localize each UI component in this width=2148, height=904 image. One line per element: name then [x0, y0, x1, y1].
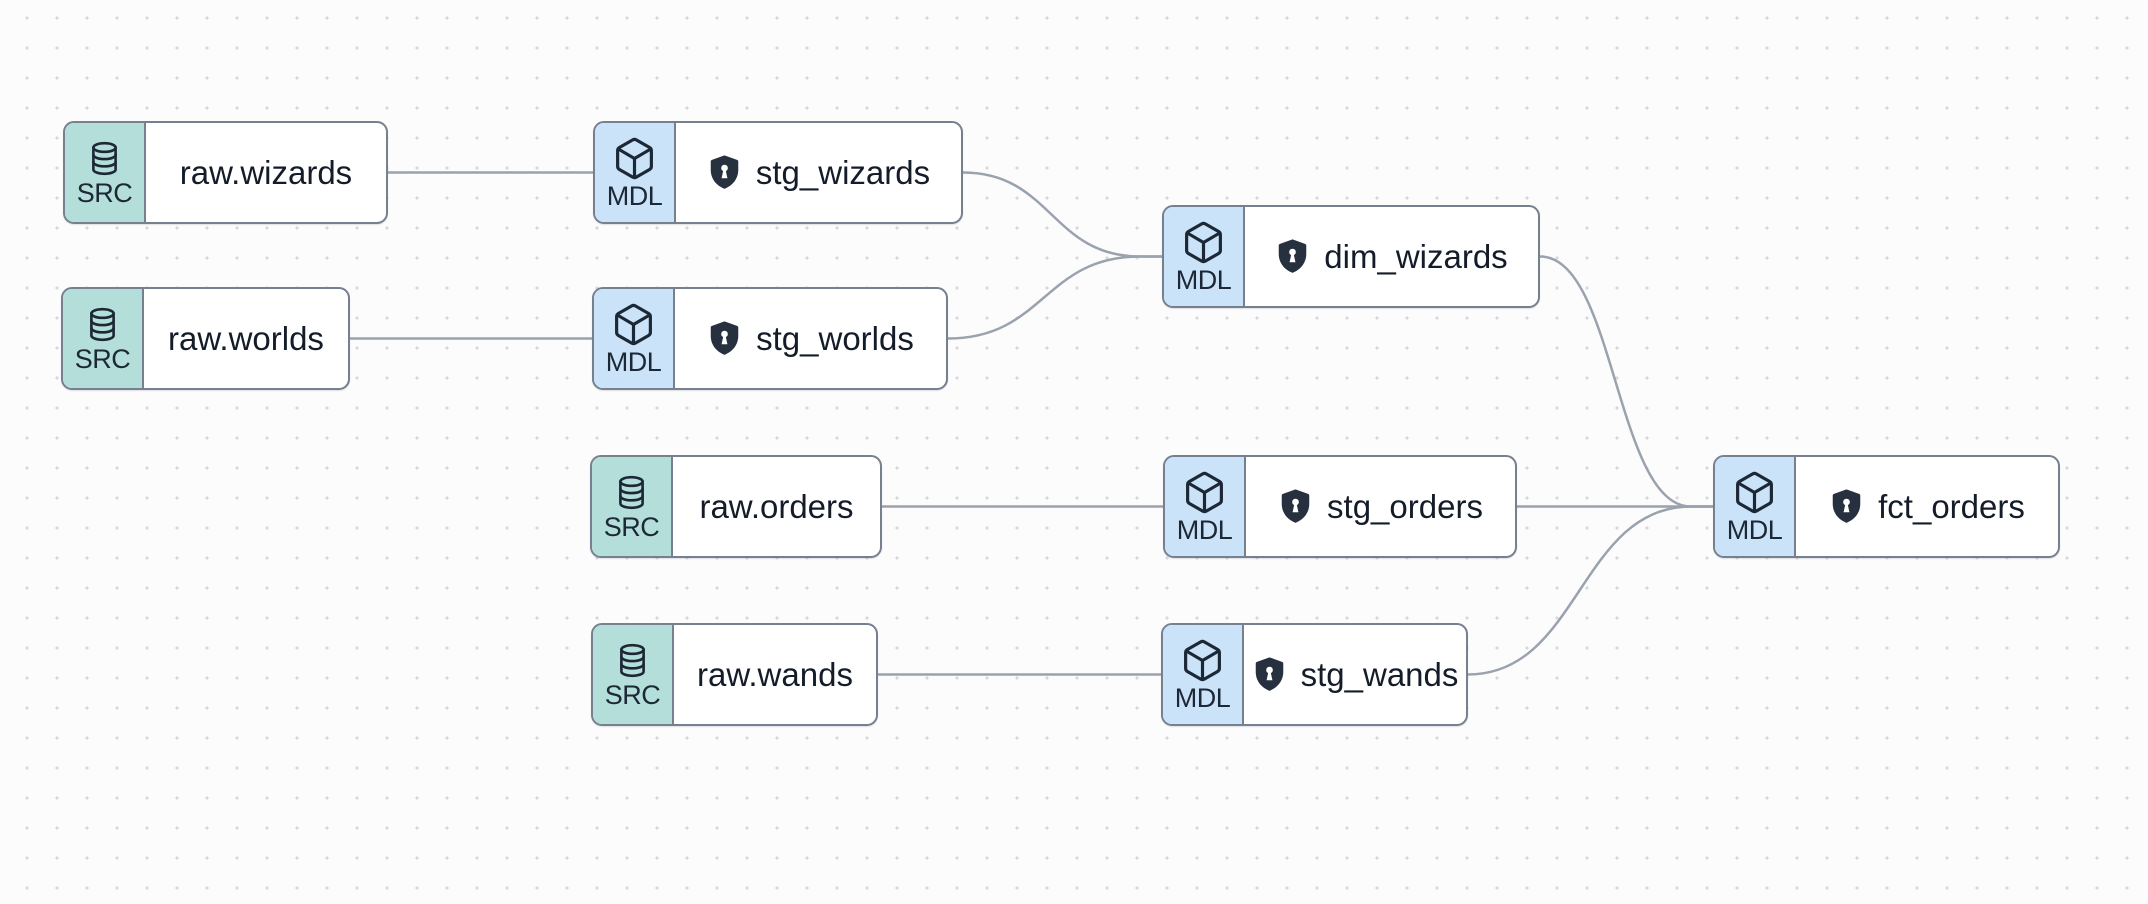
shield-icon: [1278, 488, 1313, 526]
edge-dim-wizards-to-fct-orders: [1538, 255, 1715, 508]
node-type-badge: MDL: [1715, 457, 1796, 556]
node-label: raw.orders: [699, 488, 854, 525]
node-label-area: stg_wizards: [676, 123, 961, 222]
node-dim-wizards[interactable]: MDL dim_wizards: [1162, 205, 1540, 308]
node-type-badge: MDL: [1165, 457, 1246, 556]
node-type-badge: SRC: [65, 123, 146, 222]
edge-stg-worlds-to-dim-wizards: [946, 255, 1164, 340]
node-type-label: SRC: [604, 680, 661, 711]
node-type-badge: SRC: [63, 289, 144, 388]
node-raw-worlds[interactable]: SRC raw.worlds: [61, 287, 350, 390]
node-stg-orders[interactable]: MDL stg_orders: [1163, 455, 1517, 558]
shield-icon: [1275, 238, 1310, 276]
node-type-badge: MDL: [1164, 207, 1245, 306]
node-label: stg_orders: [1327, 488, 1483, 525]
cube-icon: [1732, 470, 1777, 515]
node-label-area: stg_wands: [1244, 625, 1466, 724]
node-type-badge: MDL: [595, 123, 676, 222]
node-label-area: stg_worlds: [675, 289, 946, 388]
shield-icon: [1829, 488, 1864, 526]
node-label: stg_wizards: [755, 154, 931, 191]
database-icon: [84, 305, 121, 344]
node-label-area: raw.worlds: [144, 289, 348, 388]
node-label-area: raw.orders: [673, 457, 880, 556]
node-type-badge: MDL: [594, 289, 675, 388]
database-icon: [613, 473, 650, 512]
node-type-badge: SRC: [593, 625, 674, 724]
cube-icon: [1182, 470, 1227, 515]
node-type-label: MDL: [1175, 265, 1232, 296]
node-type-label: SRC: [76, 178, 133, 209]
node-stg-worlds[interactable]: MDL stg_worlds: [592, 287, 948, 390]
node-fct-orders[interactable]: MDL fct_orders: [1713, 455, 2060, 558]
node-label: dim_wizards: [1324, 238, 1508, 275]
node-type-badge: MDL: [1163, 625, 1244, 724]
node-label-area: fct_orders: [1796, 457, 2058, 556]
node-type-label: MDL: [1176, 515, 1233, 546]
node-label-area: raw.wizards: [146, 123, 386, 222]
node-label: raw.wizards: [179, 154, 353, 191]
cube-icon: [612, 136, 657, 181]
database-icon: [614, 641, 651, 680]
node-type-label: MDL: [606, 181, 663, 212]
edge-stg-wizards-to-dim-wizards: [961, 171, 1164, 258]
node-label: stg_wands: [1300, 656, 1459, 693]
cube-icon: [1180, 638, 1225, 683]
node-type-label: SRC: [74, 344, 131, 375]
shield-icon: [707, 154, 742, 192]
node-label: stg_worlds: [756, 320, 914, 357]
node-label-area: raw.wands: [674, 625, 876, 724]
node-type-badge: SRC: [592, 457, 673, 556]
node-raw-wizards[interactable]: SRC raw.wizards: [63, 121, 388, 224]
node-label-area: stg_orders: [1246, 457, 1515, 556]
node-label: raw.worlds: [168, 320, 324, 357]
node-stg-wands[interactable]: MDL stg_wands: [1161, 623, 1468, 726]
node-type-label: MDL: [1174, 683, 1231, 714]
node-label: fct_orders: [1878, 488, 2025, 525]
node-type-label: MDL: [1726, 515, 1783, 546]
node-type-label: SRC: [603, 512, 660, 543]
cube-icon: [1181, 220, 1226, 265]
node-raw-wands[interactable]: SRC raw.wands: [591, 623, 878, 726]
shield-icon: [1252, 656, 1287, 694]
node-raw-orders[interactable]: SRC raw.orders: [590, 455, 882, 558]
cube-icon: [611, 302, 656, 347]
node-label-area: dim_wizards: [1245, 207, 1538, 306]
shield-icon: [707, 320, 742, 358]
node-label: raw.wands: [697, 656, 853, 693]
node-type-label: MDL: [605, 347, 662, 378]
database-icon: [86, 139, 123, 178]
node-stg-wizards[interactable]: MDL stg_wizards: [593, 121, 963, 224]
